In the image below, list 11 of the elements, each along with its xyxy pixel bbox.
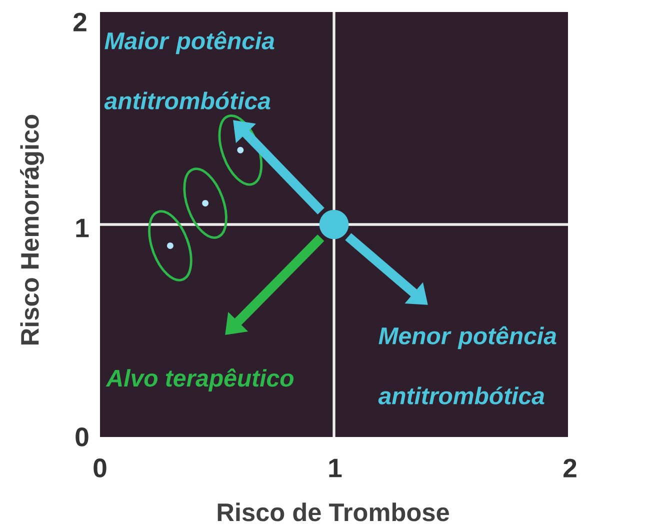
tick-label: 1 (329, 458, 342, 478)
tick-label: 1 (76, 218, 89, 238)
tick-label: 0 (94, 458, 106, 478)
tick-label: 2 (564, 458, 576, 478)
axis-title: Risco de Trombose (218, 502, 449, 522)
annotation: Alvo terapêutico (106, 368, 294, 392)
tick-label: 2 (74, 12, 86, 32)
annotation: Maior potência antitrombótica (104, 31, 274, 110)
annotation: Menor potência antitrombótica (378, 326, 556, 404)
tick-label: 0 (76, 428, 88, 446)
axis-title: Risco Hemorrágico (20, 114, 44, 344)
